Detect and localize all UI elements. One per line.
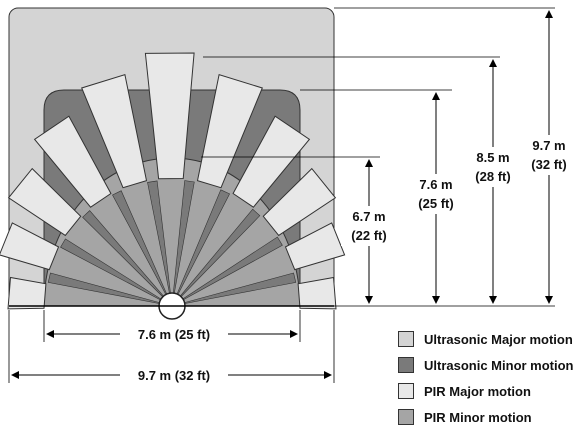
- legend-item-ultrasonic-minor: Ultrasonic Minor motion: [398, 352, 574, 378]
- legend-item-ultrasonic-major: Ultrasonic Major motion: [398, 326, 574, 352]
- ultrasonic-major-height-label-m: 9.7 m: [532, 138, 565, 153]
- pir-major-height-label-ft: (28 ft): [475, 169, 510, 184]
- pir-minor-ray: [82, 210, 173, 307]
- pir-major-wedge: [0, 222, 60, 271]
- legend: Ultrasonic Major motion Ultrasonic Minor…: [398, 326, 574, 430]
- pir-minor-height-label-ft: (22 ft): [351, 228, 386, 243]
- pir-major-wedge: [7, 167, 82, 237]
- legend-item-pir-minor: PIR Minor motion: [398, 404, 574, 430]
- ultrasonic-major-width-label: 9.7 m (32 ft): [138, 368, 210, 383]
- pir-major-wedge: [284, 222, 346, 271]
- ultrasonic-minor-height-label-m: 7.6 m: [419, 177, 452, 192]
- legend-label: PIR Major motion: [424, 383, 531, 399]
- pir-major-wedge: [81, 74, 148, 189]
- legend-swatch: [398, 357, 414, 373]
- pir-minor-rays: [47, 180, 297, 307]
- pir-minor-ray: [171, 208, 261, 307]
- pir-minor-ray: [171, 236, 283, 307]
- pir-major-wedge: [7, 276, 47, 310]
- pir-minor-ray: [47, 272, 173, 307]
- legend-item-pir-major: PIR Major motion: [398, 378, 574, 404]
- pir-minor-ray: [112, 190, 173, 307]
- pir-major-wedges: [0, 52, 346, 310]
- pir-major-height-label-m: 8.5 m: [476, 150, 509, 165]
- pir-minor-height-label-m: 6.7 m: [352, 209, 385, 224]
- legend-swatch: [398, 331, 414, 347]
- pir-major-wedge: [33, 115, 112, 208]
- ultrasonic-minor-height-label-ft: (25 ft): [418, 196, 453, 211]
- pir-major-wedge: [232, 115, 311, 208]
- legend-label: Ultrasonic Minor motion: [424, 357, 574, 373]
- legend-swatch: [398, 409, 414, 425]
- legend-label: Ultrasonic Major motion: [424, 331, 573, 347]
- pir-major-wedge: [144, 52, 195, 180]
- pir-major-wedge: [196, 74, 263, 189]
- pir-minor-ray: [171, 180, 195, 307]
- legend-swatch: [398, 383, 414, 399]
- pir-minor-ray: [171, 189, 231, 307]
- pir-minor-ray: [147, 180, 173, 307]
- ultrasonic-major-height-label-ft: (32 ft): [531, 157, 566, 172]
- pir-major-wedge: [297, 276, 337, 310]
- pir-minor-ray: [171, 272, 297, 307]
- ultrasonic-minor-width-label: 7.6 m (25 ft): [138, 327, 210, 342]
- legend-label: PIR Minor motion: [424, 409, 532, 425]
- pir-minor-ray: [60, 238, 173, 307]
- pir-major-wedge: [262, 167, 337, 237]
